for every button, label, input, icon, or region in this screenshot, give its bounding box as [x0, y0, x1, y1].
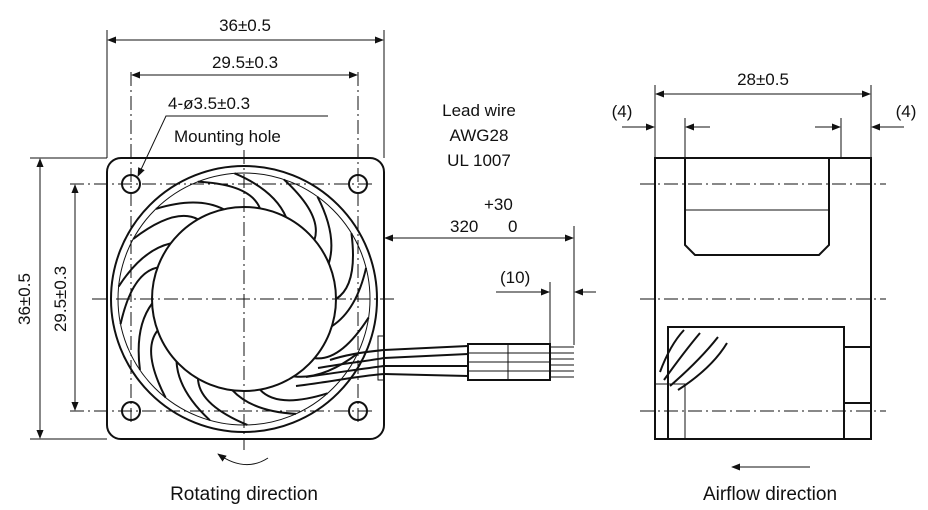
- right-offset-label: (4): [896, 102, 917, 121]
- airflow-direction-caption: Airflow direction: [703, 484, 837, 505]
- overall-width-label: 36±0.5: [219, 16, 271, 35]
- hole-pitch-width-label: 29.5±0.3: [212, 53, 278, 72]
- fan-blade: [231, 388, 328, 415]
- side-view: [640, 157, 886, 440]
- side-dimensions: 28±0.5 (4) (4): [612, 70, 917, 158]
- lead-wire-tol-lower: 0: [508, 217, 517, 236]
- strip-length-label: (10): [500, 268, 530, 287]
- overall-height-label: 36±0.5: [15, 273, 34, 325]
- fan-blade: [197, 172, 287, 218]
- lead-wire: [383, 343, 574, 381]
- lead-wire-gauge: AWG28: [450, 126, 509, 145]
- lead-wire-title: Lead wire: [442, 101, 516, 120]
- hole-pitch-height-label: 29.5±0.3: [51, 266, 70, 332]
- hole-label: Mounting hole: [174, 127, 281, 146]
- depth-label: 28±0.5: [737, 70, 789, 89]
- front-view: [70, 72, 396, 450]
- fan-blade: [137, 302, 167, 399]
- hole-spec-label: 4-ø3.5±0.3: [168, 94, 250, 113]
- fan-blade: [117, 242, 171, 325]
- left-offset-label: (4): [612, 102, 633, 121]
- front-dimensions: 36±0.5 29.5±0.3 36±0.5 29.5±0.3 4-ø3.5±0…: [15, 16, 385, 440]
- fan-blade: [293, 317, 370, 378]
- lead-wire-length: 320: [450, 217, 478, 236]
- lead-wire-standard: UL 1007: [447, 151, 511, 170]
- rotation-arrow-icon: [217, 453, 269, 465]
- fan-blades: [117, 172, 370, 426]
- fan-blade: [331, 233, 368, 328]
- fan-blade: [283, 178, 333, 264]
- rotating-direction-caption: Rotating direction: [170, 484, 318, 505]
- fan-blade: [175, 361, 248, 426]
- fan-blade: [132, 201, 225, 240]
- lead-wire-tol-upper: +30: [484, 195, 513, 214]
- lead-wire-dimensions: Lead wire AWG28 UL 1007 +30 320 0 (10): [384, 101, 596, 345]
